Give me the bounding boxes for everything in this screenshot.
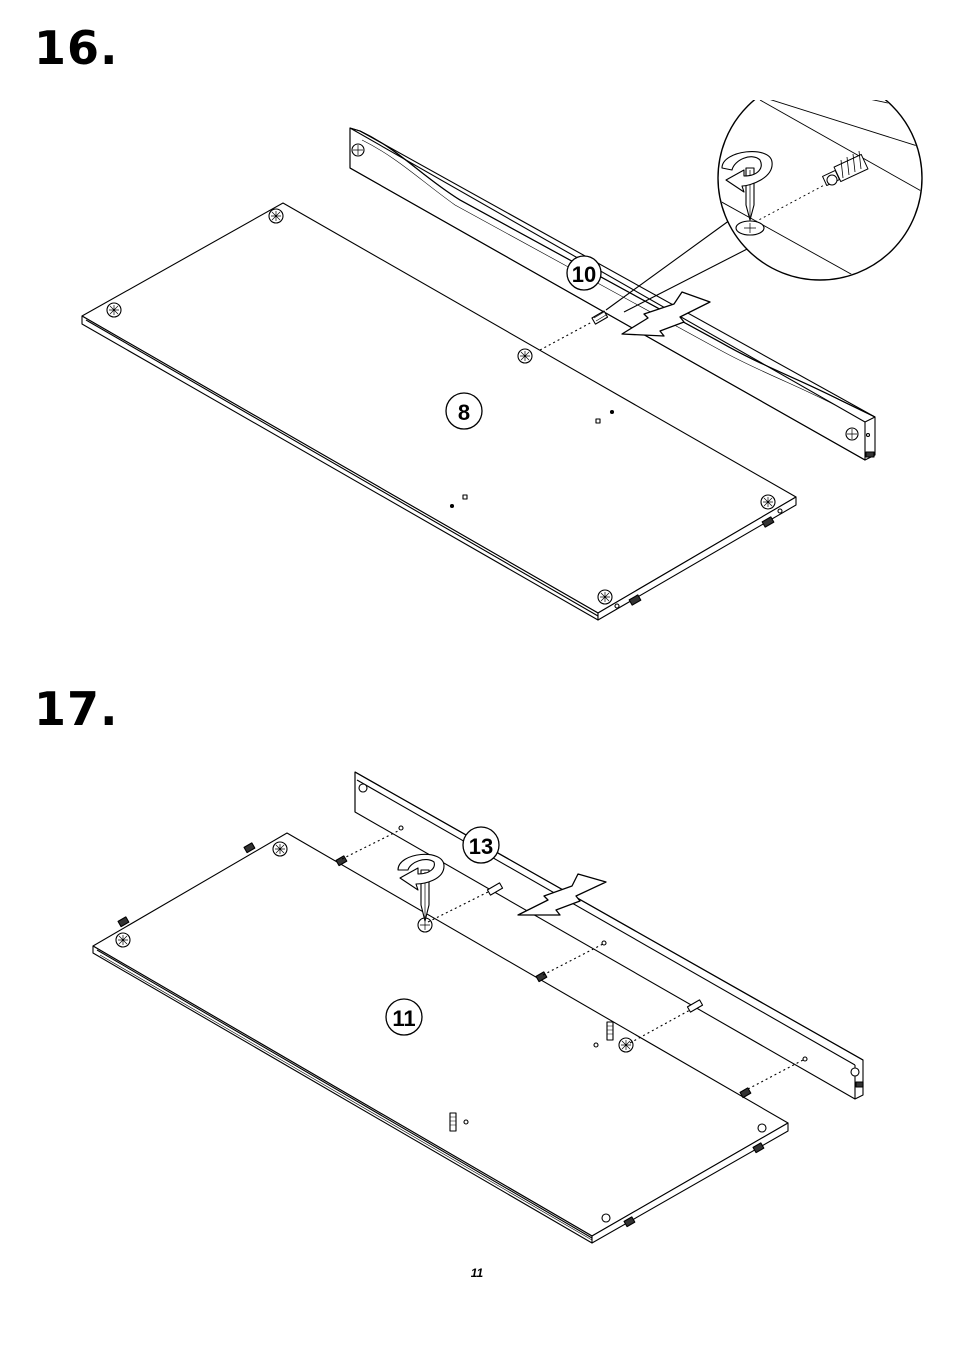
panel-8-board [82,203,796,620]
cam-screw-icon [450,1113,456,1131]
part-number-10: 10 [572,262,596,287]
cam-hole-icon [518,349,532,363]
part-number-8: 8 [458,400,470,425]
dowel-icon [740,1088,751,1098]
callout-line [606,220,730,310]
cam-hole-icon [269,209,283,223]
pilot-hole [451,505,454,508]
cam-hole-icon [846,428,858,440]
panel-11-board [93,833,788,1243]
cam-hole-icon [761,495,775,509]
step-16-number: 16. [34,25,119,71]
dowel-icon [244,843,255,853]
part-number-13: 13 [469,834,493,859]
page-number: 11 [0,1266,954,1280]
detail-magnifier [718,100,930,318]
dowel-icon [866,452,874,457]
cam-hole-icon [107,303,121,317]
cam-hole-icon [598,590,612,604]
cam-hole-icon [359,784,367,792]
cam-hole-icon [273,842,287,856]
cam-screw-icon [607,1022,613,1040]
dowel-icon [336,856,347,866]
step-17-number: 17. [34,686,119,732]
cam-hole-icon [116,933,130,947]
cam-screw-icon [592,311,608,324]
cam-hole-icon [352,144,364,156]
cam-hole-icon [851,1068,859,1076]
dowel-icon [536,972,547,982]
part-number-11: 11 [392,1006,415,1031]
assembly-guide-line [540,322,592,350]
dowel-icon [856,1082,863,1087]
cam-hole-icon [619,1038,633,1052]
step-17-diagram: 13 11 [0,760,954,1260]
pilot-hole [611,411,614,414]
dowel-icon [118,917,129,927]
step-16-diagram: 10 8 [0,100,954,660]
